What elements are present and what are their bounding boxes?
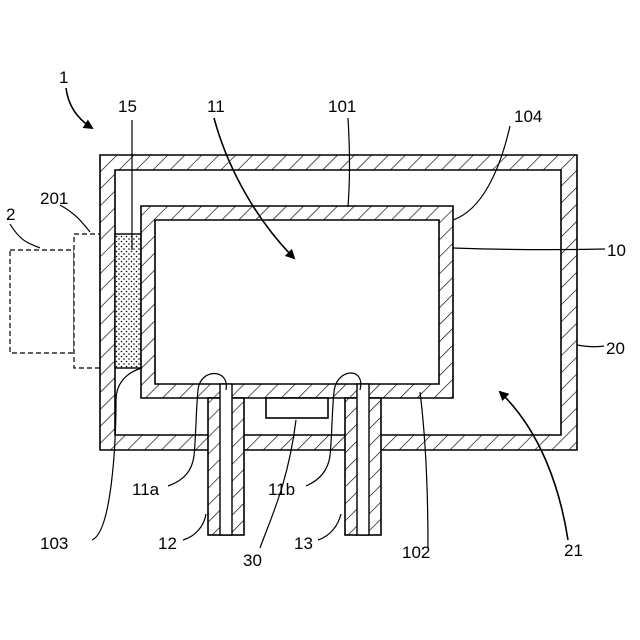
label-101: 101 [328, 97, 356, 116]
label-1: 1 [59, 68, 68, 87]
label-21: 21 [564, 541, 583, 560]
outer-casing-20 [100, 155, 577, 450]
label-201: 201 [40, 189, 68, 208]
label-10: 10 [607, 241, 626, 260]
member-15 [115, 234, 141, 368]
label-20: 20 [606, 339, 625, 358]
label-11a: 11a [132, 480, 160, 499]
external-part-2 [10, 250, 74, 353]
label-15: 15 [118, 97, 137, 116]
label-2: 2 [6, 205, 15, 224]
label-103: 103 [40, 534, 68, 553]
connector-201 [74, 234, 100, 368]
inner-container-10 [141, 206, 453, 398]
label-12: 12 [158, 534, 177, 553]
pipe-13 [345, 384, 381, 535]
label-11b: 11b [268, 480, 295, 499]
label-30: 30 [243, 551, 262, 570]
label-102: 102 [402, 543, 430, 562]
label-13: 13 [294, 534, 313, 553]
label-11: 11 [207, 97, 225, 116]
component-30 [266, 398, 328, 418]
label-104: 104 [514, 107, 542, 126]
pipe-12 [208, 384, 244, 535]
